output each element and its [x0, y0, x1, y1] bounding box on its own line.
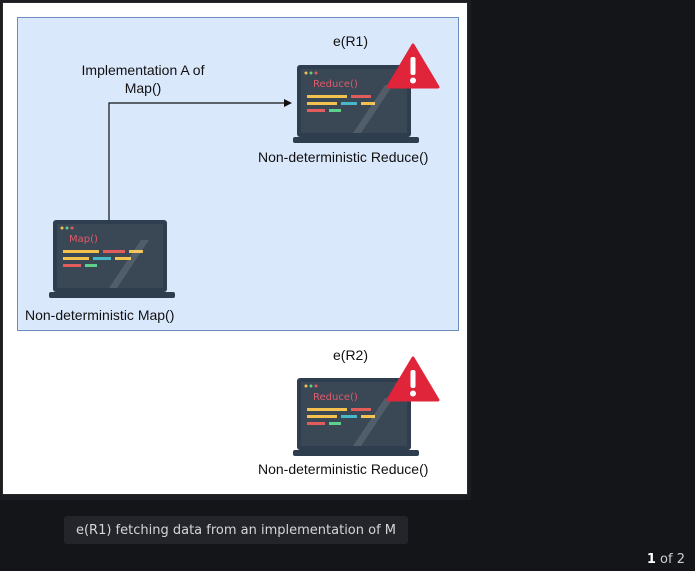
warning-icon [386, 356, 440, 402]
pager-total: 2 [676, 552, 685, 567]
reduce-laptop-icon: Reduce() [293, 378, 419, 456]
pager-current: 1 [646, 552, 656, 567]
warning-icon [386, 43, 440, 89]
reduce-laptop-icon: Reduce() [293, 65, 419, 143]
map-screen-label: Map() [69, 234, 98, 245]
r1-caption: Non-deterministic Reduce() [258, 149, 429, 165]
reduce-screen-label: Reduce() [313, 392, 358, 403]
map-to-reduce-arrow [108, 99, 292, 220]
r1-title: e(R1) [333, 33, 369, 49]
r2-caption: Non-deterministic Reduce() [258, 461, 429, 477]
slide-caption: e(R1) fetching data from an implementati… [64, 516, 408, 544]
arrow-label: Implementation A of Map() [81, 62, 205, 96]
r2-title: e(R2) [333, 347, 369, 363]
slide-caption-text: e(R1) fetching data from an implementati… [75, 522, 397, 538]
diagram-frame: Implementation A of Map() e(R1) Reduce() [2, 2, 468, 495]
map-laptop-icon: Map() [49, 220, 175, 298]
reduce-screen-label: Reduce() [313, 79, 358, 90]
slide-viewer: Implementation A of Map() e(R1) Reduce() [2, 2, 468, 495]
map-caption: Non-deterministic Map() [25, 307, 175, 323]
slide-pager: 1 of 2 [647, 552, 685, 567]
pager-separator: of [660, 552, 673, 567]
